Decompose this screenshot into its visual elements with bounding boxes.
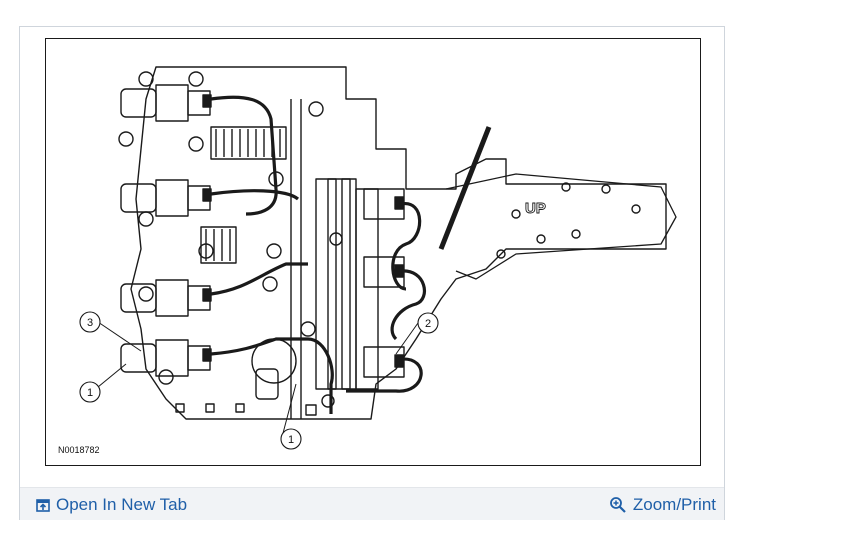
callout-1-left: 1: [87, 387, 93, 399]
callout-3: 3: [87, 317, 93, 329]
magnifier-plus-icon: [609, 496, 627, 514]
callout-1-bottom: 1: [288, 434, 294, 446]
up-stamp-label: UP: [525, 200, 546, 217]
valve-body-diagram: UP 1 1 2 3: [79, 66, 677, 450]
diagram-frame: UP 1 1 2 3 N0018782: [45, 38, 701, 466]
figure-card: UP 1 1 2 3 N0018782: [19, 26, 725, 520]
zoom-print-label: Zoom/Print: [632, 495, 716, 514]
open-new-tab-icon: [36, 498, 50, 512]
image-toolbar: Open In New Tab Zoom/Print: [20, 487, 724, 520]
zoom-print-link[interactable]: Zoom/Print: [609, 495, 716, 515]
open-in-new-tab-link[interactable]: Open In New Tab: [36, 495, 187, 515]
callout-2: 2: [425, 318, 431, 330]
figure-id-label: N0018782: [58, 445, 100, 455]
open-in-new-tab-label: Open In New Tab: [56, 495, 188, 514]
